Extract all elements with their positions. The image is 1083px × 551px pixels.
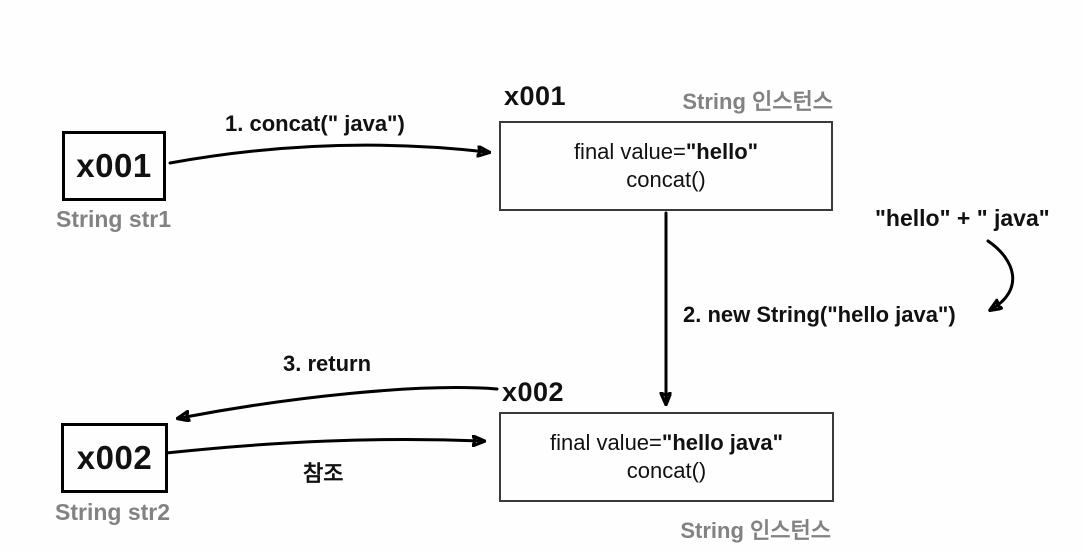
return-arrow bbox=[180, 386, 499, 418]
ref-box-str2-label: x002 bbox=[76, 439, 153, 476]
instance1-value: "hello" bbox=[685, 139, 759, 164]
instance2-type-label: String 인스턴스 bbox=[680, 518, 831, 543]
reference-label: 참조 bbox=[303, 461, 344, 486]
step2-new-string-label: 2. new String("hello java") bbox=[683, 302, 956, 327]
string-instance-box-1: final value="hello" concat() bbox=[499, 121, 833, 211]
expression-label: "hello" + " java" bbox=[875, 205, 1050, 231]
var-label-str2: String str2 bbox=[55, 499, 171, 525]
expression-arrow bbox=[988, 239, 1015, 309]
ref-box-str2: x002 bbox=[61, 423, 168, 493]
instance1-type-label: String 인스턴스 bbox=[682, 89, 833, 114]
step3-return-label: 3. return bbox=[283, 351, 372, 376]
reference-arrow bbox=[164, 440, 482, 455]
instance1-address-label: x001 bbox=[504, 81, 567, 111]
instance1-method-line: concat() bbox=[626, 167, 706, 192]
string-instance-box-2: final value="hello java" concat() bbox=[499, 412, 834, 502]
instance2-value: "hello java" bbox=[661, 430, 784, 455]
concat-call-arrow bbox=[168, 143, 487, 165]
ref-box-str1: x001 bbox=[62, 131, 166, 201]
instance2-address-label: x002 bbox=[502, 377, 565, 407]
instance2-value-line: final value="hello java" bbox=[550, 429, 783, 457]
instance1-value-line: final value="hello" bbox=[574, 138, 758, 166]
step1-concat-label: 1. concat(" java") bbox=[225, 111, 405, 136]
ref-box-str1-label: x001 bbox=[76, 147, 152, 184]
var-label-str1: String str1 bbox=[56, 206, 172, 232]
instance2-method-line: concat() bbox=[626, 458, 707, 483]
instance2-value-prefix: final value= bbox=[549, 430, 662, 455]
instance1-value-prefix: final value= bbox=[573, 139, 686, 164]
